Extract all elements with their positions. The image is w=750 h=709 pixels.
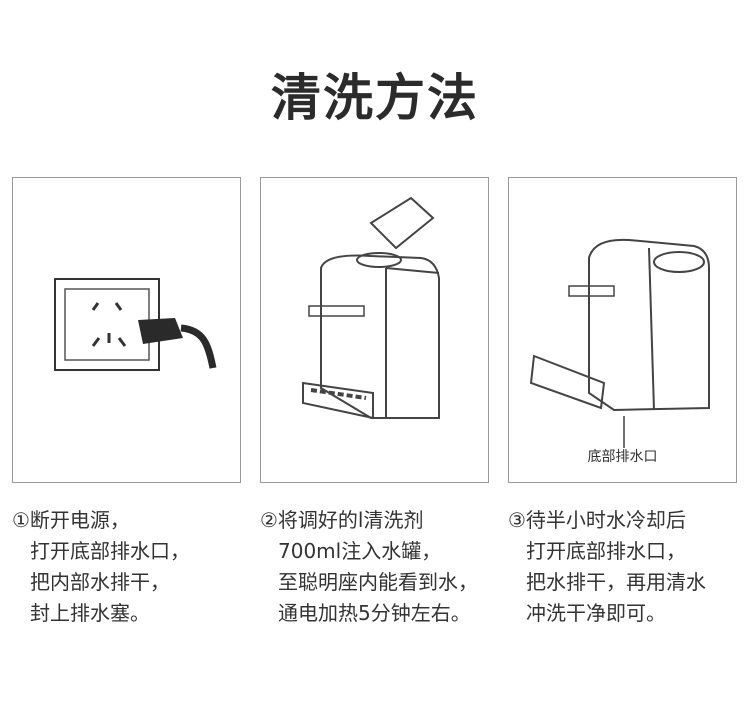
step-3-text: ③待半小时水冷却后打开底部排水口， 把水排干，再用清水冲洗干净即可。 [508,505,706,629]
step-line: 封上排水塞。 [30,601,150,625]
step-line: 把水排干，再用清水 [526,570,706,594]
panel-unplug [12,177,241,483]
drain-outlet-label: 底部排水口 [587,449,658,465]
step-line: ②将调好的l清洗剂 [260,508,424,532]
step-line: 把内部水排干， [30,570,170,594]
panel-add-cleaner [260,177,489,483]
step-1-text: ①断开电源， 打开底部排水口， 把内部水排干， 封上排水塞。 [12,505,190,629]
step-line: 冲洗干净即可。 [526,601,666,625]
page-title: 清洗方法 [271,69,479,127]
step-line: 700ml注入水罐， [278,539,442,563]
dispenser-drain-illustration [529,238,710,448]
step-line: 打开底部排水口， [30,539,190,563]
step-line: 通电加热5分钟左右。 [278,601,471,625]
step-line: 至聪明座内能看到水， [278,570,478,594]
step-line: ③待半小时水冷却后 [508,508,686,532]
step-line: 打开底部排水口， [526,539,686,563]
step-2-text: ②将调好的l清洗剂 700ml注入水罐， 至聪明座内能看到水， 通电加热5分钟左右。 [260,505,478,629]
dispenser-fill-illustration [302,196,440,420]
socket-plug-illustration [54,278,217,371]
panel-drain: 底部排水口 [508,177,737,483]
step-line: ①断开电源， [12,508,130,532]
